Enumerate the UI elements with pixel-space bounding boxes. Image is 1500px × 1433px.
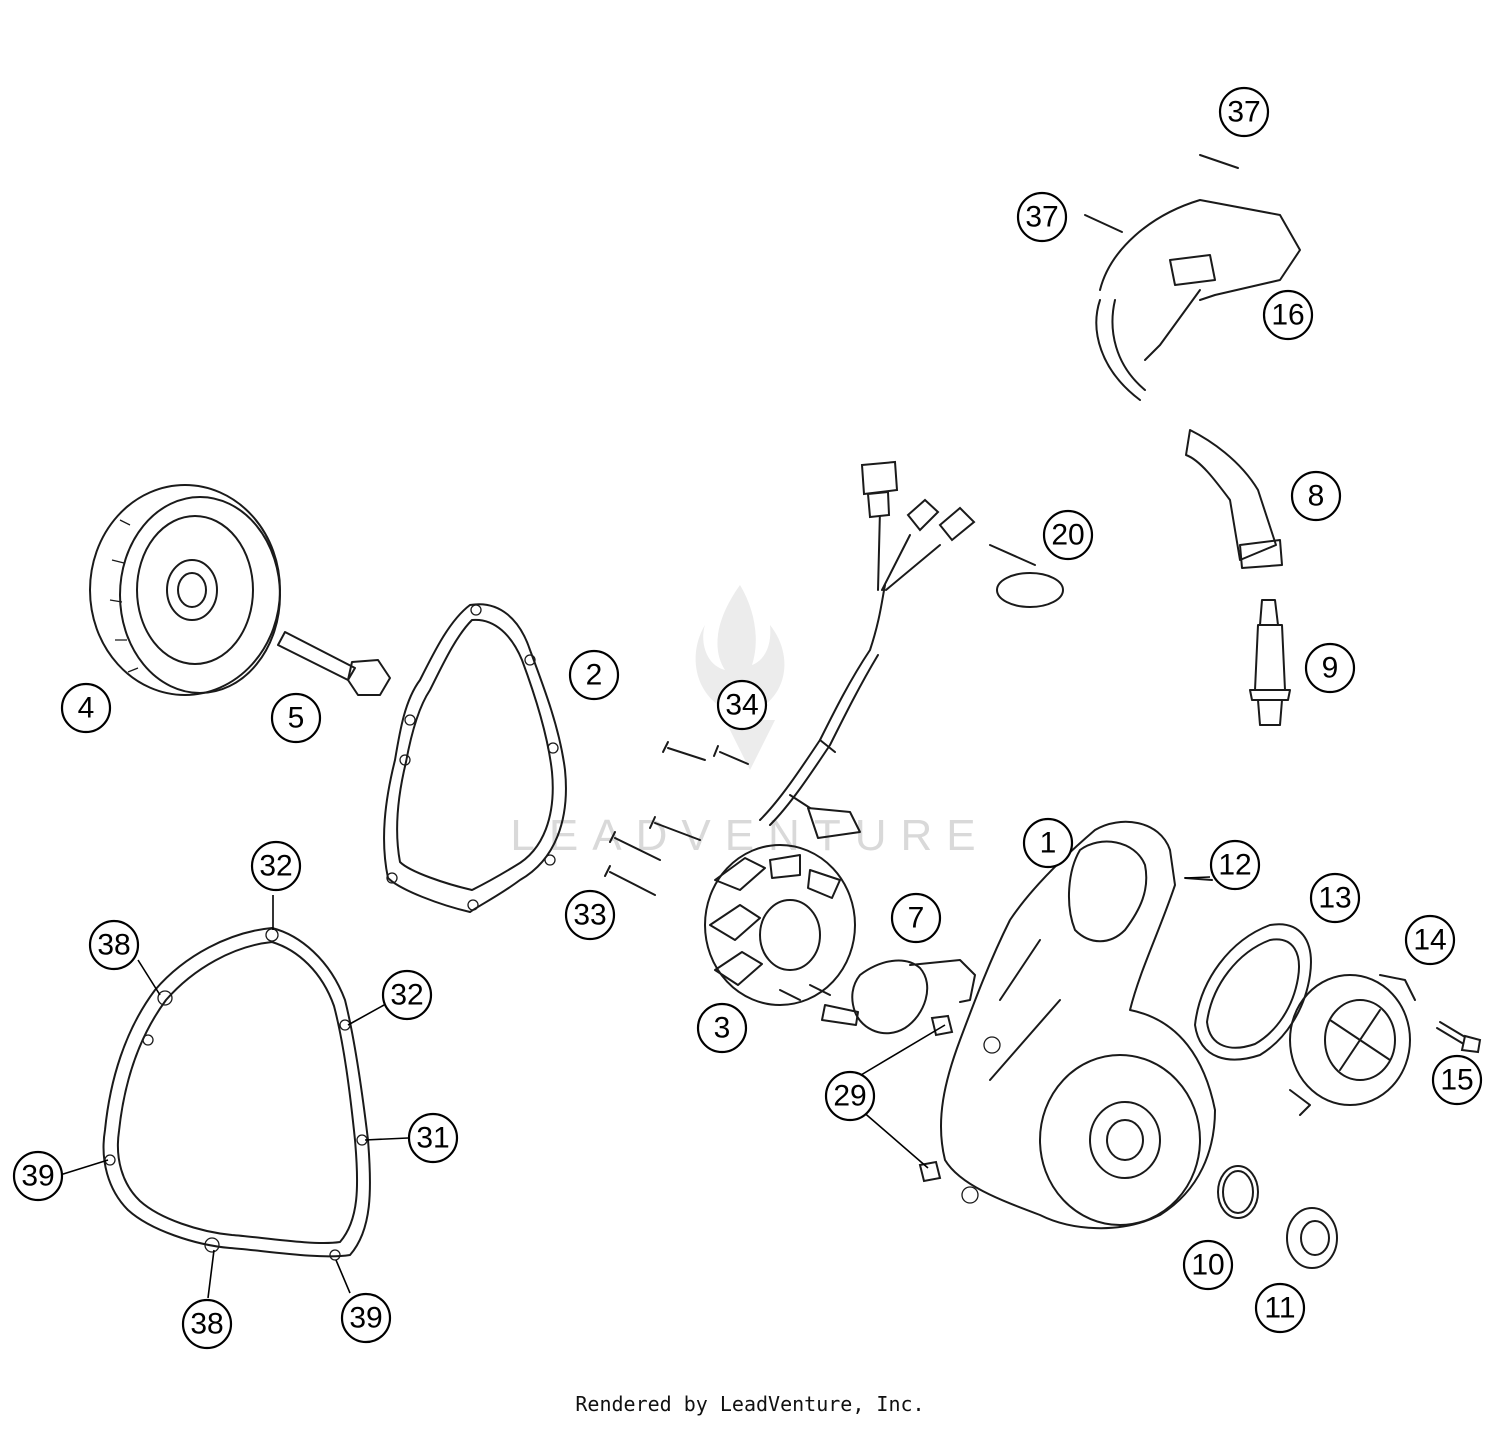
part-14-cover <box>1289 974 1416 1116</box>
callout-38-bottom-label: 38 <box>190 1308 223 1341</box>
callout-29-label: 29 <box>833 1080 866 1113</box>
callout-13: 13 <box>1309 872 1361 924</box>
callout-4: 4 <box>60 682 112 734</box>
callout-20: 20 <box>1042 509 1094 561</box>
callout-34: 34 <box>716 679 768 731</box>
part-8-spark-plug-cap <box>1185 429 1283 569</box>
part-29-dowels <box>918 1014 954 1183</box>
callout-2: 2 <box>568 649 620 701</box>
part-15-bolt <box>1436 1021 1482 1054</box>
callout-39-left-label: 39 <box>21 1160 54 1193</box>
callout-12-label: 12 <box>1218 849 1251 882</box>
callout-8: 8 <box>1290 470 1342 522</box>
callout-3-label: 3 <box>714 1012 731 1045</box>
callout-32-right-label: 32 <box>390 979 423 1012</box>
callout-32-top: 32 <box>250 840 302 892</box>
callout-9-label: 9 <box>1322 652 1339 685</box>
callout-33-label: 33 <box>573 899 606 932</box>
callout-1-label: 1 <box>1040 827 1057 860</box>
callout-39-bottom: 39 <box>340 1292 392 1344</box>
part-16-ignition-coil <box>1095 199 1301 401</box>
callout-3: 3 <box>696 1002 748 1054</box>
callout-5-label: 5 <box>288 702 305 735</box>
part-7-bracket <box>821 959 976 1035</box>
callout-1: 1 <box>1022 817 1074 869</box>
callout-34-label: 34 <box>725 689 758 722</box>
callout-39-bottom-label: 39 <box>349 1302 382 1335</box>
callout-13-label: 13 <box>1318 882 1351 915</box>
callout-37-left-label: 37 <box>1025 201 1058 234</box>
callout-20-label: 20 <box>1051 519 1084 552</box>
callout-14: 14 <box>1404 914 1456 966</box>
callout-37-top-label: 37 <box>1227 96 1260 129</box>
callout-37-top: 37 <box>1218 86 1270 138</box>
outer-gasket <box>102 927 371 1261</box>
callout-15: 15 <box>1431 1054 1483 1106</box>
callout-31-label: 31 <box>416 1122 449 1155</box>
part-3-stator <box>704 460 976 1006</box>
callout-10: 10 <box>1182 1239 1234 1291</box>
callout-12: 12 <box>1209 839 1261 891</box>
callout-2-label: 2 <box>586 659 603 692</box>
callout-33: 33 <box>564 889 616 941</box>
footer-credit: Rendered by LeadVenture, Inc. <box>575 1392 925 1416</box>
callout-16: 16 <box>1262 289 1314 341</box>
callout-9: 9 <box>1304 642 1356 694</box>
callout-38-bottom: 38 <box>181 1298 233 1350</box>
callout-7: 7 <box>890 892 942 944</box>
part-37-bolts <box>1084 154 1239 233</box>
callout-29: 29 <box>824 1070 876 1122</box>
callout-8-label: 8 <box>1308 480 1325 513</box>
callout-14-label: 14 <box>1413 924 1446 957</box>
callout-32-top-label: 32 <box>259 850 292 883</box>
callout-11-label: 11 <box>1264 1292 1295 1325</box>
callout-38-left: 38 <box>88 919 140 971</box>
part-4-flywheel <box>89 484 281 696</box>
part-11-plug <box>1286 1207 1338 1269</box>
callout-5: 5 <box>270 692 322 744</box>
callout-16-label: 16 <box>1271 299 1304 332</box>
callout-10-label: 10 <box>1191 1249 1224 1282</box>
part-5-bolt <box>277 631 391 696</box>
callout-31: 31 <box>407 1112 459 1164</box>
watermark-text: LEADVENTURE <box>510 811 989 860</box>
callout-11: 11 <box>1254 1282 1306 1334</box>
callout-4-label: 4 <box>78 692 95 725</box>
part-10-o-ring <box>1217 1165 1259 1219</box>
watermark: LEADVENTURE <box>510 585 989 860</box>
part-9-spark-plug <box>1249 599 1291 726</box>
callout-15-label: 15 <box>1440 1064 1473 1097</box>
callout-32-right: 32 <box>381 969 433 1021</box>
callout-39-left: 39 <box>12 1150 64 1202</box>
part-1-ignition-cover <box>940 820 1216 1230</box>
part-20-cable-tie <box>989 544 1064 608</box>
callout-37-left: 37 <box>1016 191 1068 243</box>
leader-lines <box>59 876 1211 1299</box>
part-2-gasket <box>383 603 567 913</box>
callout-7-label: 7 <box>908 902 925 935</box>
part-13-gasket <box>1194 923 1312 1061</box>
parts-33-34-screws <box>604 741 749 896</box>
callout-38-left-label: 38 <box>97 929 130 962</box>
